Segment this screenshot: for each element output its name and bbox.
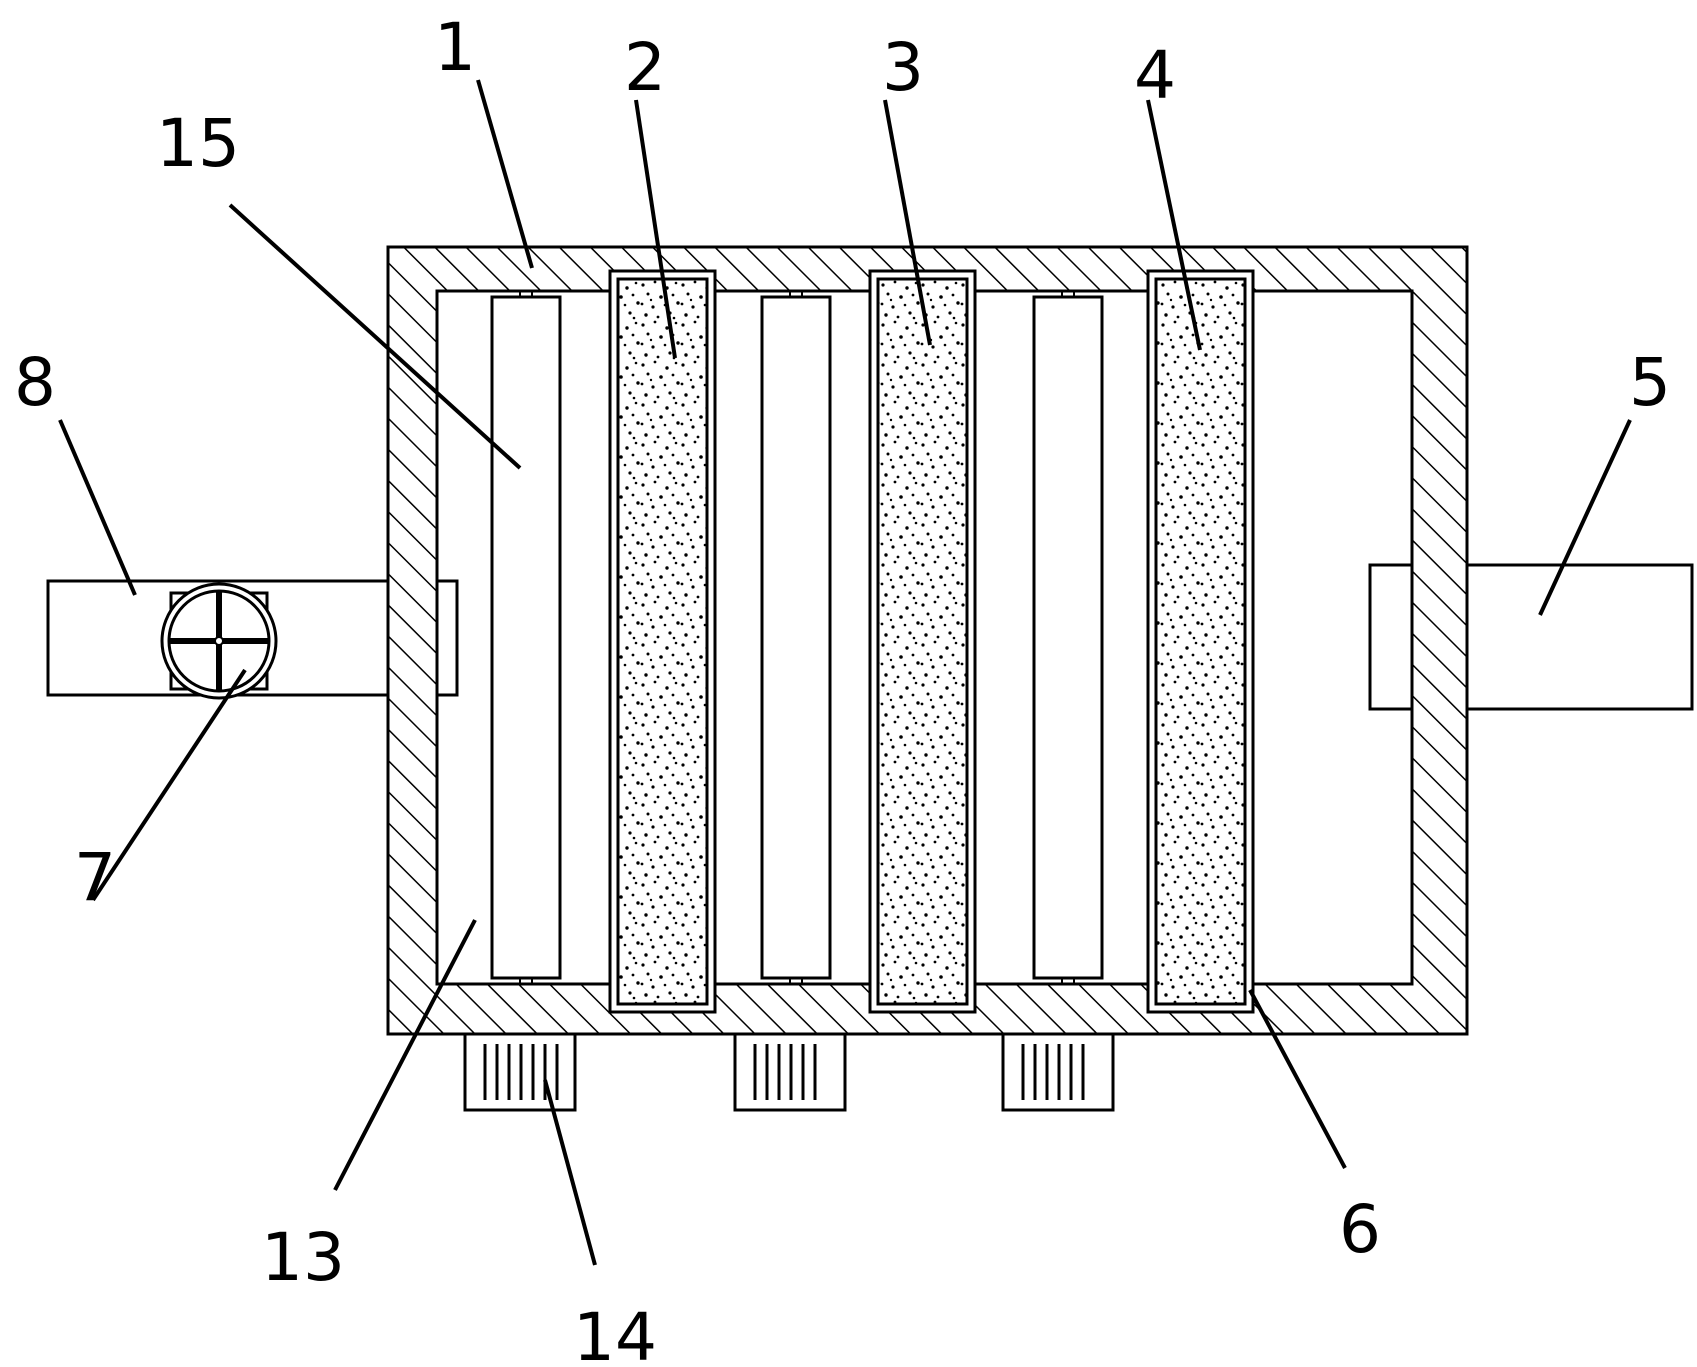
callout-14: 14 <box>573 1299 657 1367</box>
leader-15 <box>228 203 522 470</box>
filter-plates <box>608 269 1255 1014</box>
callout-labels: 1 2 3 4 5 6 7 8 13 14 15 <box>14 9 1671 1367</box>
drain-3 <box>1001 1032 1115 1112</box>
callout-7: 7 <box>74 839 116 916</box>
leader-5 <box>1538 419 1632 616</box>
outlet-pipe <box>1368 563 1694 711</box>
leader-14 <box>543 1079 597 1266</box>
leader-13 <box>333 919 477 1191</box>
leader-7 <box>91 668 247 902</box>
filter-plate-2 <box>616 277 709 1006</box>
leader-1 <box>476 79 534 269</box>
callout-2: 2 <box>624 29 666 106</box>
leader-8 <box>58 419 137 596</box>
callout-3: 3 <box>882 29 924 106</box>
filter-plate-4 <box>1154 277 1247 1006</box>
filter-plate-3 <box>876 277 969 1006</box>
leader-lines <box>58 79 1632 1266</box>
callout-1: 1 <box>434 9 476 86</box>
leader-3 <box>883 99 932 346</box>
callout-8: 8 <box>14 344 56 421</box>
drain-1 <box>463 1032 577 1112</box>
callout-6: 6 <box>1339 1191 1381 1268</box>
plain-plate-3 <box>1032 295 1104 980</box>
leader-4 <box>1146 99 1202 351</box>
leader-6 <box>1248 989 1347 1169</box>
plain-plate-2 <box>760 295 832 980</box>
bottom-drains <box>463 1032 1115 1112</box>
callout-4: 4 <box>1134 37 1176 114</box>
callout-15: 15 <box>156 105 240 182</box>
plain-plate-1 <box>490 295 562 980</box>
plain-plates <box>490 291 1104 984</box>
callout-5: 5 <box>1629 344 1671 421</box>
leader-2 <box>634 99 677 359</box>
valve-wheel <box>160 582 278 700</box>
callout-13: 13 <box>261 1219 345 1296</box>
drain-2 <box>733 1032 847 1112</box>
